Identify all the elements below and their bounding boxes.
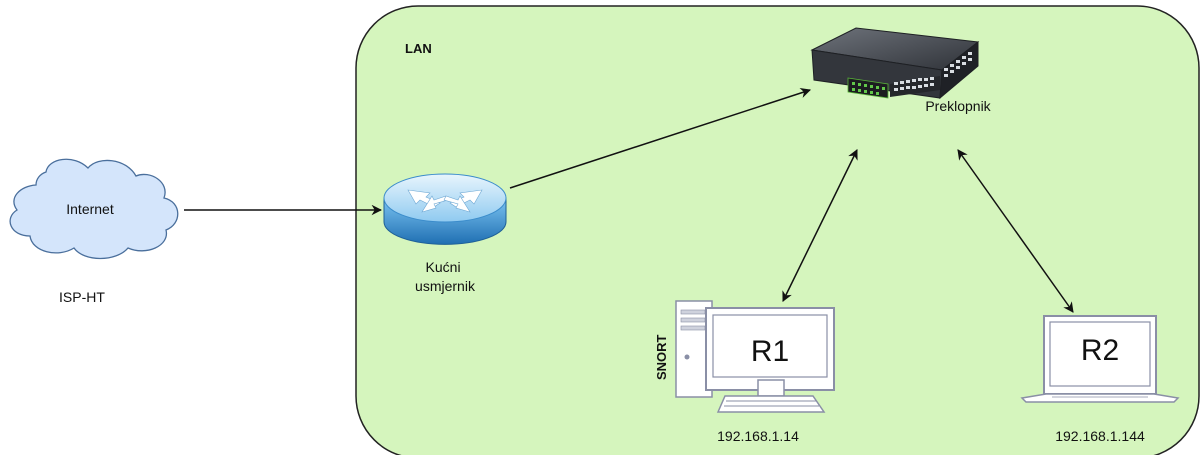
edge-switch-r2 [957, 149, 1074, 313]
router-label-line2: usmjernik [415, 278, 476, 294]
laptop-icon [1020, 315, 1180, 403]
snort-label: SNORT [654, 334, 669, 380]
r2-ip-label: 192.168.1.144 [1055, 428, 1145, 444]
lan-zone [355, 5, 1200, 455]
edge-switch-r1 [782, 149, 858, 302]
router-label: Kućni usmjernik [415, 259, 476, 294]
internet-label: Internet [66, 201, 114, 217]
r1-label: R1 [751, 335, 789, 368]
lan-label: LAN [405, 41, 432, 56]
r1-ip-label: 192.168.1.14 [717, 428, 799, 444]
router-icon [383, 173, 507, 245]
r2-label: R2 [1081, 334, 1119, 367]
switch-label: Preklopnik [925, 98, 991, 114]
switch-icon [810, 27, 980, 100]
internet-cloud-icon [9, 158, 179, 260]
router-label-line1: Kućni [426, 259, 461, 275]
edge-router-switch [509, 87, 811, 189]
desktop-computer-icon [675, 300, 835, 413]
isp-label: ISP-HT [59, 289, 105, 305]
